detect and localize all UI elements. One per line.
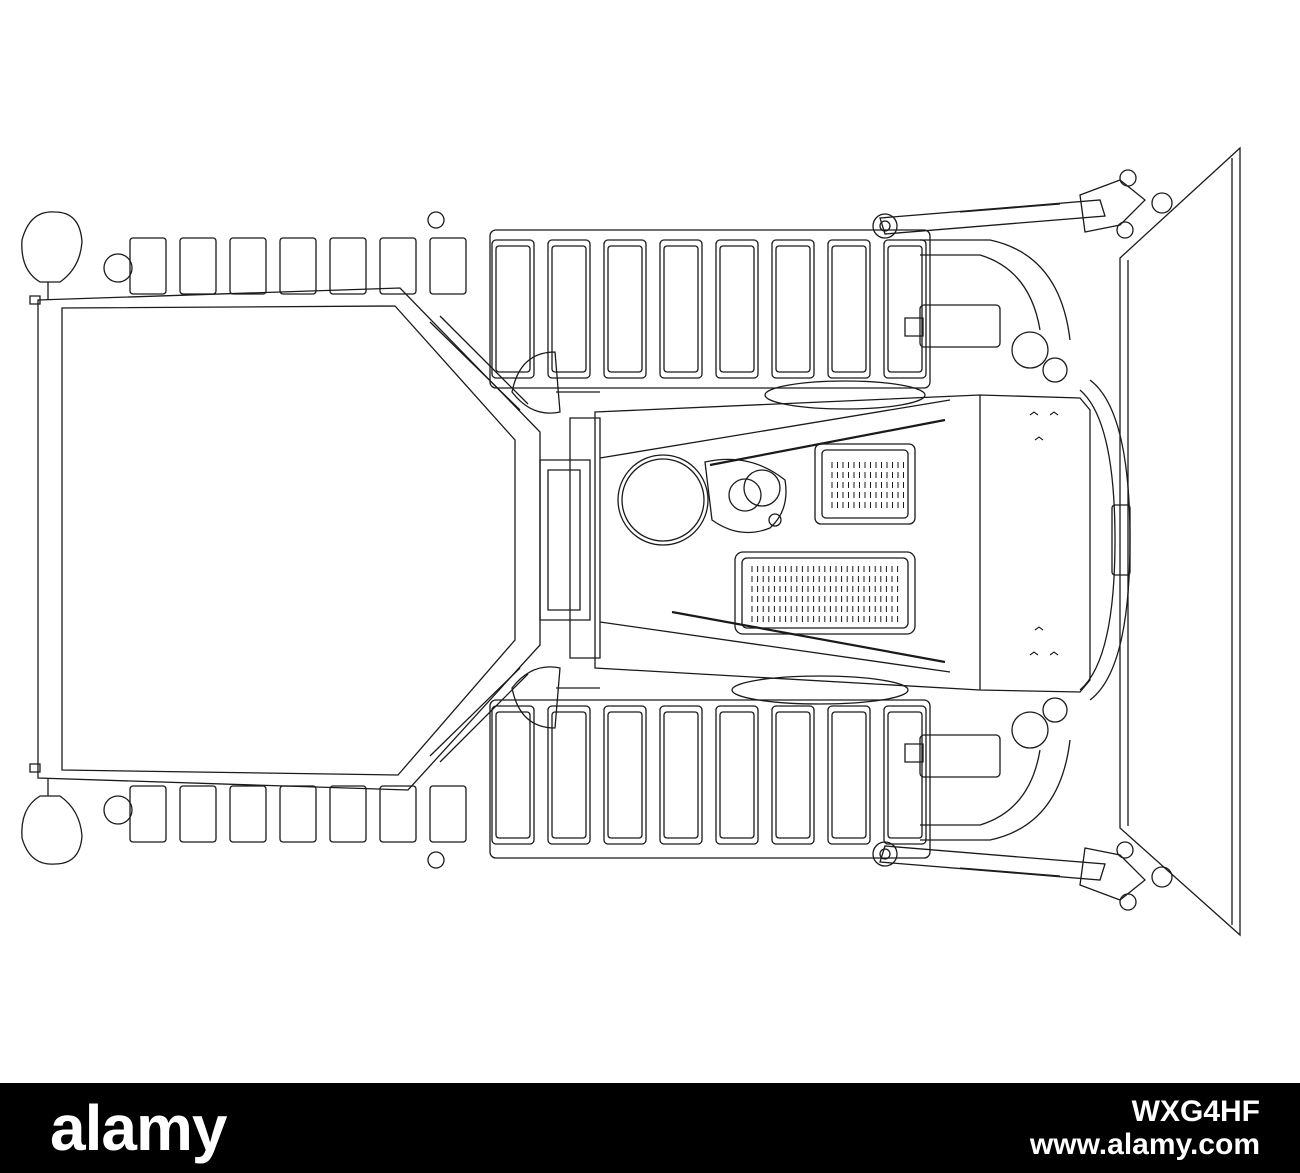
lower-track xyxy=(490,700,930,858)
upper-track-links xyxy=(492,240,926,378)
lower-track-frame xyxy=(490,700,930,858)
cabin-roof xyxy=(30,288,590,790)
upper-vent-grille xyxy=(815,444,915,524)
footer-watermark-bar: alamy WXG4HF www.alamy.com xyxy=(0,1083,1300,1173)
engine-hood xyxy=(570,395,1090,692)
side-lamps xyxy=(512,352,600,728)
rear-track-links xyxy=(130,238,466,842)
upper-oval-cover xyxy=(765,381,925,409)
site-url-link[interactable]: www.alamy.com xyxy=(1029,1128,1260,1161)
footer-info: WXG4HF www.alamy.com xyxy=(1030,1095,1260,1161)
image-id-label: WXG4HF xyxy=(1131,1095,1260,1128)
dozer-blade xyxy=(1120,148,1240,935)
lower-oval-cover xyxy=(732,676,908,704)
lower-vent-grille xyxy=(735,552,915,634)
brand-logo: alamy xyxy=(50,1092,227,1164)
lower-track-links xyxy=(492,706,926,844)
exhaust-pipe xyxy=(705,459,786,532)
bulldozer-line-drawing xyxy=(0,0,1300,1083)
hood-bolts xyxy=(1030,412,1058,655)
upper-track-frame xyxy=(490,230,930,388)
rear-right-light xyxy=(22,796,82,864)
blade-push-frame xyxy=(920,240,1130,840)
lower-lift-cylinder xyxy=(873,842,1172,910)
upper-lift-cylinder xyxy=(873,170,1172,238)
upper-track xyxy=(490,230,930,388)
air-filter-cap xyxy=(618,455,708,545)
rear-left-light xyxy=(22,212,82,282)
tilt-cylinders xyxy=(905,305,1067,777)
